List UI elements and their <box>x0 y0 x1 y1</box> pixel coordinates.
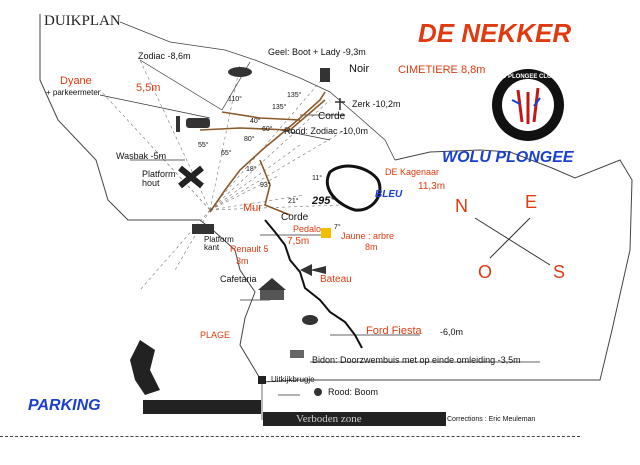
parkeermeter-icon <box>176 116 180 132</box>
sight-lines <box>99 59 346 291</box>
label-rood-boom: Rood: Boom <box>328 387 379 397</box>
angle-label: 18° <box>246 166 257 173</box>
verboden-zone-bar <box>263 412 446 426</box>
wasbak-x-icon <box>178 165 204 189</box>
diver-icon <box>130 340 160 395</box>
label-ford: Ford Fiesta <box>366 325 422 337</box>
label-cimetiere: CIMETIERE 8,8m <box>398 64 486 76</box>
compass-lines <box>474 217 551 266</box>
compass-south: S <box>553 262 566 282</box>
label-rood-zodiac: Rood: Zodiac -10,0m <box>284 126 369 136</box>
label-corde-top: Corde <box>318 111 346 122</box>
fish-icon <box>300 264 326 276</box>
angle-label: 80° <box>244 136 255 143</box>
label-verboden-zone: Verboden zone <box>296 413 362 425</box>
label-corde-bottom: Corde <box>281 212 309 223</box>
label-dyane: Dyane <box>60 75 92 87</box>
club-logo-text: WOLU PLONGEE CLUB <box>488 74 556 80</box>
label-dyane-depth: 5,5m <box>136 82 161 94</box>
label-parkeermeter: + parkeermeter <box>46 88 101 97</box>
label-zodiac: Zodiac -8,6m <box>138 51 191 61</box>
cross-icon <box>335 98 345 110</box>
club-logo <box>492 69 564 141</box>
label-noir: Noir <box>349 63 370 75</box>
label-kagenaar-depth: 11,3m <box>418 181 446 192</box>
zodiac-boat-icon <box>228 67 252 77</box>
underwater-path <box>264 219 363 349</box>
angle-label: 21° <box>288 198 299 205</box>
pointer-lines <box>99 59 540 420</box>
label-parking: PARKING <box>28 397 101 414</box>
label-bleu: BLEU <box>375 189 403 200</box>
bidon-icon <box>290 350 304 358</box>
label-bateau: Bateau <box>320 274 352 285</box>
dive-route <box>199 91 326 216</box>
label-platform-hout: Platform hout <box>142 169 176 188</box>
bottom-rule <box>0 436 580 437</box>
label-plage: PLAGE <box>200 330 231 340</box>
label-cafetaria: Cafetaria <box>220 274 257 284</box>
pedalo-marker <box>321 228 331 238</box>
label-geel: Geel: Boot + Lady -9,3m <box>268 47 366 57</box>
angle-label: 110° <box>228 96 242 103</box>
compass-north: N <box>455 196 468 216</box>
uitkijk-icon <box>258 376 266 384</box>
kagenaar-shape <box>326 164 382 212</box>
label-pedalo: Pedalo <box>293 224 322 234</box>
label-wasbak: Wasbak -5m <box>116 151 167 161</box>
angle-label: 93° <box>260 182 271 189</box>
label-heading: 295° <box>312 195 335 207</box>
angle-label: 65° <box>221 150 232 157</box>
angle-label: 135° <box>272 104 287 111</box>
cafetaria-icon <box>258 278 286 300</box>
label-corrections: Corrections : Eric Meuleman <box>447 416 536 423</box>
label-renault-depth: 3m <box>236 256 249 266</box>
angle-label: 55° <box>198 142 209 149</box>
label-pedalo-depth: 7,5m <box>287 236 310 247</box>
label-zerk: Zerk -10,2m <box>352 99 401 109</box>
angle-label: 135° <box>287 92 302 99</box>
label-uitkijk: Uitkijkbrugje <box>271 375 315 384</box>
car-icon-dyane <box>186 118 210 128</box>
label-kagenaar: DE Kagenaar <box>385 167 440 177</box>
site-name: DE NEKKER <box>418 18 572 48</box>
angle-label: 60° <box>262 126 273 133</box>
platform-kant-icon <box>192 224 214 234</box>
angle-label: 11° <box>312 175 323 182</box>
page-title: DUIKPLAN <box>44 13 121 29</box>
compass-east: E <box>525 192 538 212</box>
club-name: WOLU PLONGEE <box>442 149 574 166</box>
label-renault: Renault 5 <box>230 244 269 254</box>
label-bidon: Bidon: Doorzwembuis met op einde omleidi… <box>312 355 521 365</box>
angle-label: 40° <box>250 118 261 125</box>
angle-label: 7° <box>334 224 341 231</box>
compass-west: O <box>478 262 493 282</box>
tombstone-icon <box>320 68 330 82</box>
parking-bar <box>143 400 261 414</box>
north-shore <box>119 21 396 161</box>
label-jaune: Jaune : arbre <box>341 231 395 241</box>
label-mur: Mur <box>243 202 262 214</box>
label-ford-depth: -6,0m <box>440 327 464 337</box>
rood-boom-icon <box>314 388 322 396</box>
label-platform-kant: Platform kant <box>204 235 234 252</box>
lake-shoreline <box>39 14 633 383</box>
label-jaune-depth: 8m <box>365 242 378 252</box>
car-icon-ford <box>302 315 318 325</box>
